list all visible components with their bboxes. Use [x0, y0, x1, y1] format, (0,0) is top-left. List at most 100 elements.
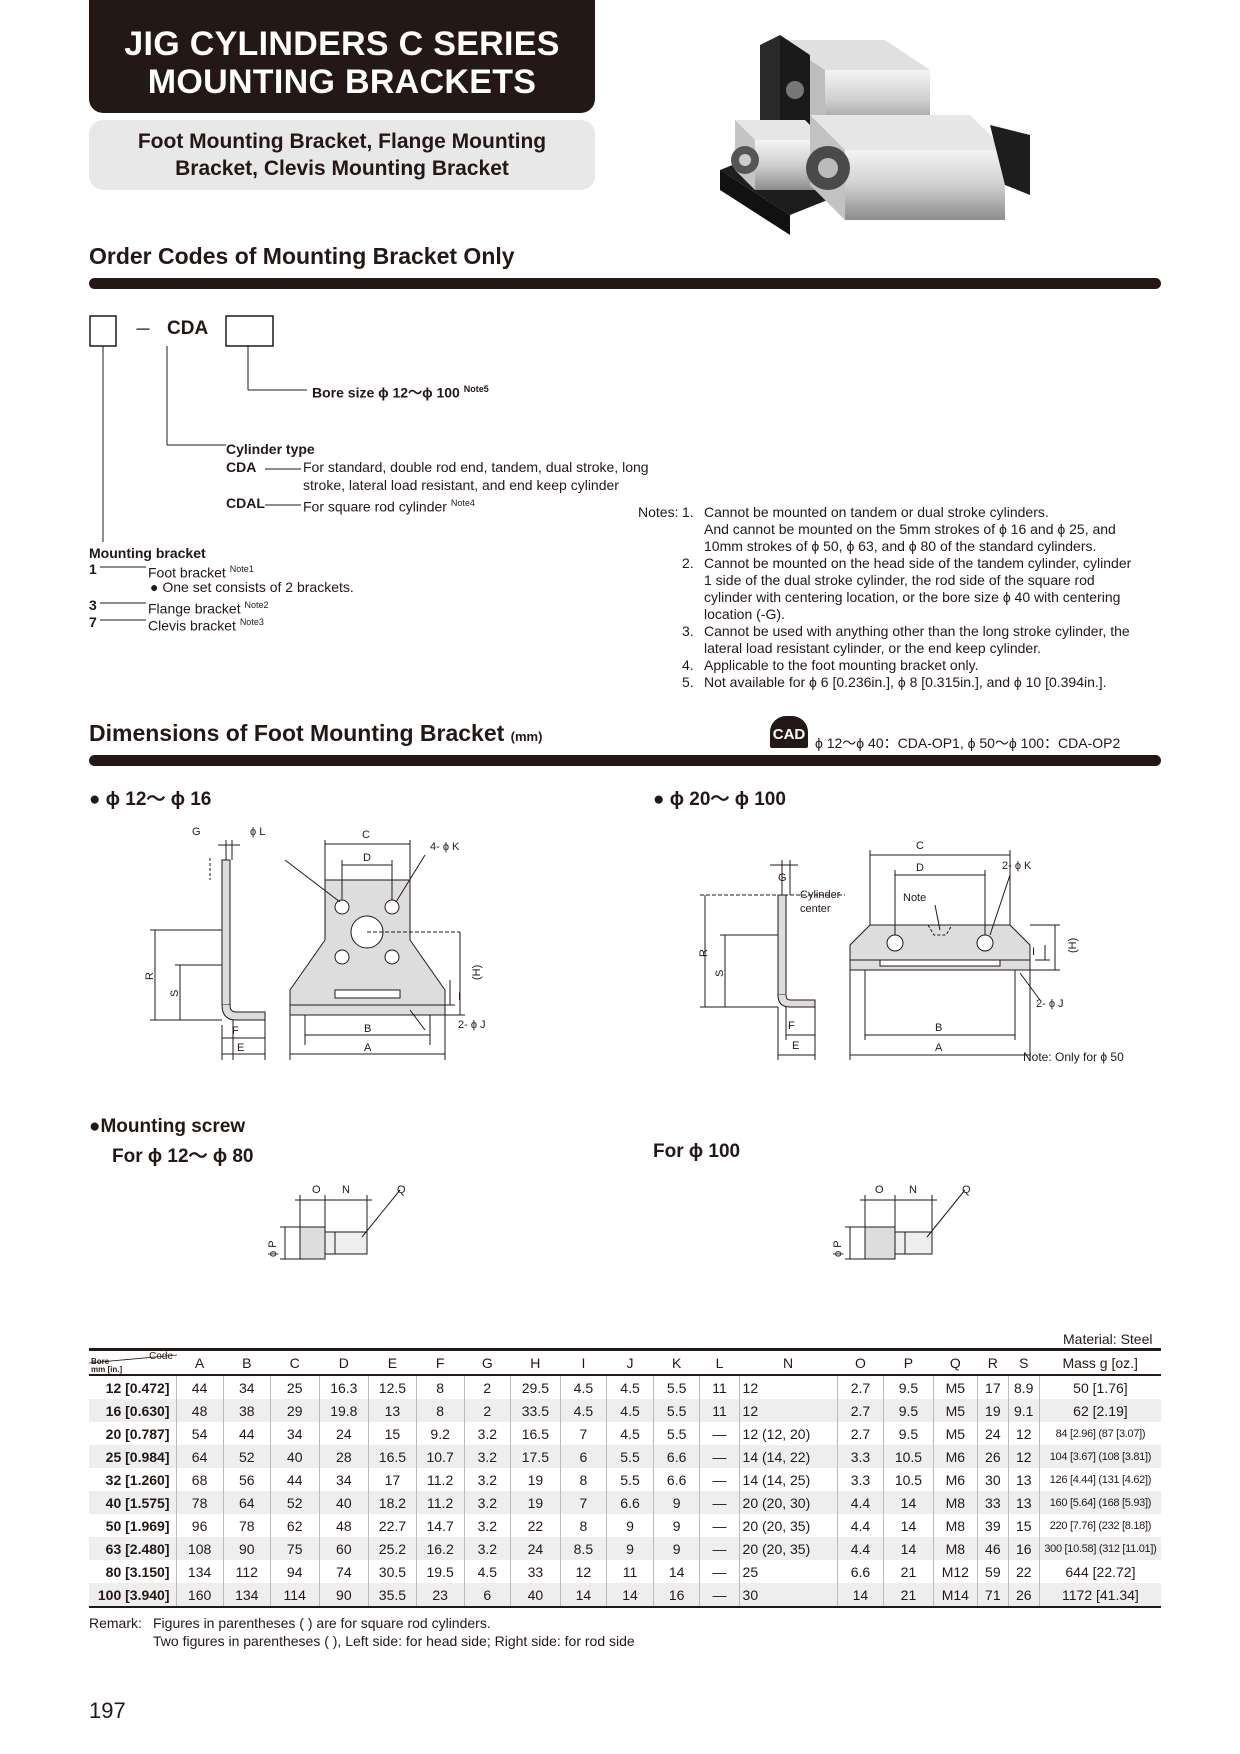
- page-title: JIG CYLINDERS C SERIES: [124, 25, 560, 63]
- dim-label-c: C: [362, 829, 370, 841]
- table-cell: 46: [977, 1537, 1009, 1560]
- table-cell: 21: [883, 1560, 934, 1583]
- table-cell: 75: [269, 1537, 320, 1560]
- table-cell: 6: [559, 1445, 607, 1468]
- table-cell: 33: [510, 1560, 561, 1583]
- table-cell: 3.2: [463, 1468, 511, 1491]
- table-cell: 160: [175, 1583, 224, 1608]
- table-cell: 16.3: [318, 1375, 369, 1399]
- right-drawing-heading: ● ϕ 20～ ϕ 100: [653, 789, 786, 810]
- bore-cell: 40 [1.575]: [89, 1491, 176, 1514]
- col-r: R: [977, 1348, 1009, 1376]
- table-cell: 4.5: [559, 1399, 607, 1422]
- table-cell: 16: [1007, 1537, 1040, 1560]
- table-cell: M6: [932, 1445, 978, 1468]
- table-cell: 12.5: [368, 1375, 417, 1399]
- table-cell: 11.2: [415, 1491, 465, 1514]
- table-cell: 14: [836, 1583, 884, 1608]
- cdal-desc: For square rod cylinder Note4: [303, 498, 475, 515]
- table-cell: 9.5: [883, 1422, 934, 1445]
- notes-label: Notes:: [638, 504, 679, 520]
- table-cell: 48: [318, 1514, 369, 1537]
- section-divider-2: [89, 755, 1161, 766]
- col-l: L: [699, 1348, 740, 1376]
- table-cell: 19: [510, 1491, 561, 1514]
- col-d: D: [319, 1348, 369, 1376]
- table-cell: 4.5: [606, 1399, 654, 1422]
- table-cell: 644 [22.72]: [1038, 1560, 1161, 1583]
- cda-desc-2: stroke, lateral load resistant, and end …: [303, 477, 619, 493]
- table-cell: 11: [606, 1560, 654, 1583]
- screw-drawing-small: O N Q ϕ P: [267, 1185, 406, 1260]
- bore-cell: 63 [2.480]: [89, 1537, 176, 1560]
- table-cell: 12 (12, 20): [738, 1422, 838, 1445]
- table-cell: 14: [652, 1560, 700, 1583]
- table-cell: 64: [175, 1445, 224, 1468]
- table-cell: —: [699, 1583, 740, 1608]
- table-cell: 29: [269, 1399, 320, 1422]
- table-cell: 28: [318, 1445, 369, 1468]
- dim-label-s-r: S: [714, 970, 726, 977]
- dim-label-l: ϕ L: [250, 826, 265, 838]
- screw-label-q-r: Q: [962, 1185, 971, 1196]
- cad-badge: CAD: [770, 716, 808, 748]
- table-cell: 68: [175, 1468, 224, 1491]
- table-cell: 4.4: [836, 1537, 884, 1560]
- table-cell: —: [699, 1560, 740, 1583]
- table-cell: 126 [4.44] (131 [4.62]): [1038, 1468, 1161, 1491]
- table-cell: 5.5: [606, 1468, 654, 1491]
- table-cell: 2.7: [836, 1399, 884, 1422]
- table-cell: 78: [175, 1491, 224, 1514]
- table-cell: 48: [175, 1399, 224, 1422]
- table-cell: 20 (20, 30): [738, 1491, 838, 1514]
- dim-label-g-r: G: [778, 872, 787, 884]
- table-cell: 11: [699, 1399, 740, 1422]
- table-cell: M5: [932, 1399, 978, 1422]
- col-k: K: [653, 1348, 700, 1376]
- table-cell: 34: [269, 1422, 320, 1445]
- table-cell: 16: [652, 1583, 700, 1608]
- table-cell: 1172 [41.34]: [1038, 1583, 1161, 1608]
- table-cell: 16.2: [415, 1537, 465, 1560]
- table-cell: 44: [269, 1468, 320, 1491]
- cda-desc-1: For standard, double rod end, tandem, du…: [303, 459, 649, 475]
- table-cell: 7: [559, 1491, 607, 1514]
- table-cell: 8: [415, 1399, 465, 1422]
- table-cell: 4.5: [606, 1422, 654, 1445]
- table-cell: 6.6: [606, 1491, 654, 1514]
- table-cell: 2: [463, 1375, 511, 1399]
- order-codes-title: Order Codes of Mounting Bracket Only: [89, 243, 515, 269]
- table-cell: —: [699, 1514, 740, 1537]
- col-i: I: [560, 1348, 607, 1376]
- product-photo: [720, 35, 1030, 235]
- table-cell: 24: [318, 1422, 369, 1445]
- mounting-bracket-label: Mounting bracket: [89, 545, 206, 561]
- table-cell: 14 (14, 25): [738, 1468, 838, 1491]
- table-cell: 40: [269, 1445, 320, 1468]
- order-dash: －: [134, 320, 152, 340]
- mount-code-1: 1: [89, 561, 97, 577]
- col-e: E: [368, 1348, 417, 1376]
- screw-label-q: Q: [397, 1185, 406, 1196]
- table-cell: 12: [738, 1399, 838, 1422]
- col-n: N: [739, 1348, 838, 1376]
- mounting-screw-heading: ●Mounting screw: [89, 1116, 246, 1137]
- table-cell: 30: [738, 1583, 838, 1608]
- table-cell: 14: [559, 1583, 607, 1608]
- table-cell: 5.5: [652, 1422, 700, 1445]
- col-p: P: [883, 1348, 934, 1376]
- table-cell: 13: [1007, 1468, 1040, 1491]
- table-cell: 9.2: [415, 1422, 465, 1445]
- table-cell: 9: [652, 1491, 700, 1514]
- title-box: JIG CYLINDERS C SERIES MOUNTING BRACKETS: [89, 0, 595, 113]
- table-cell: 24: [977, 1422, 1009, 1445]
- dim-label-a-r: A: [935, 1042, 943, 1054]
- table-cell: 78: [222, 1514, 271, 1537]
- table-cell: 5.5: [606, 1445, 654, 1468]
